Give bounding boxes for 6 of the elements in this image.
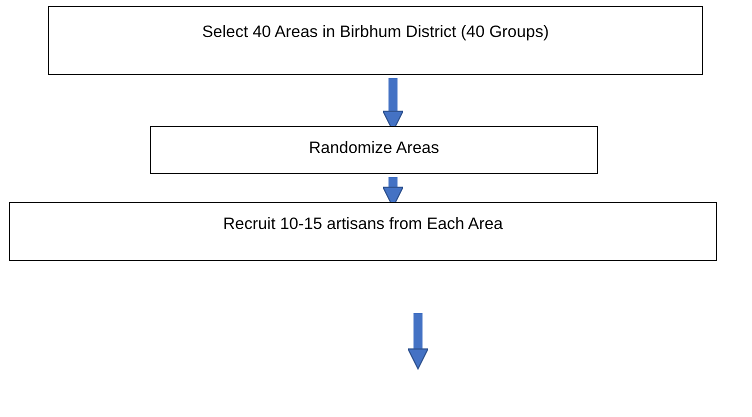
- process-box: [9, 202, 717, 261]
- step-text: Recruit 10-15 artisans from Each Area: [223, 215, 503, 235]
- step-text: Randomize Areas: [308, 139, 440, 159]
- process-box: [150, 126, 598, 174]
- process-box: [48, 6, 703, 75]
- step-text: Select 40 Areas in Birbhum District (40 Groups): [202, 23, 549, 43]
